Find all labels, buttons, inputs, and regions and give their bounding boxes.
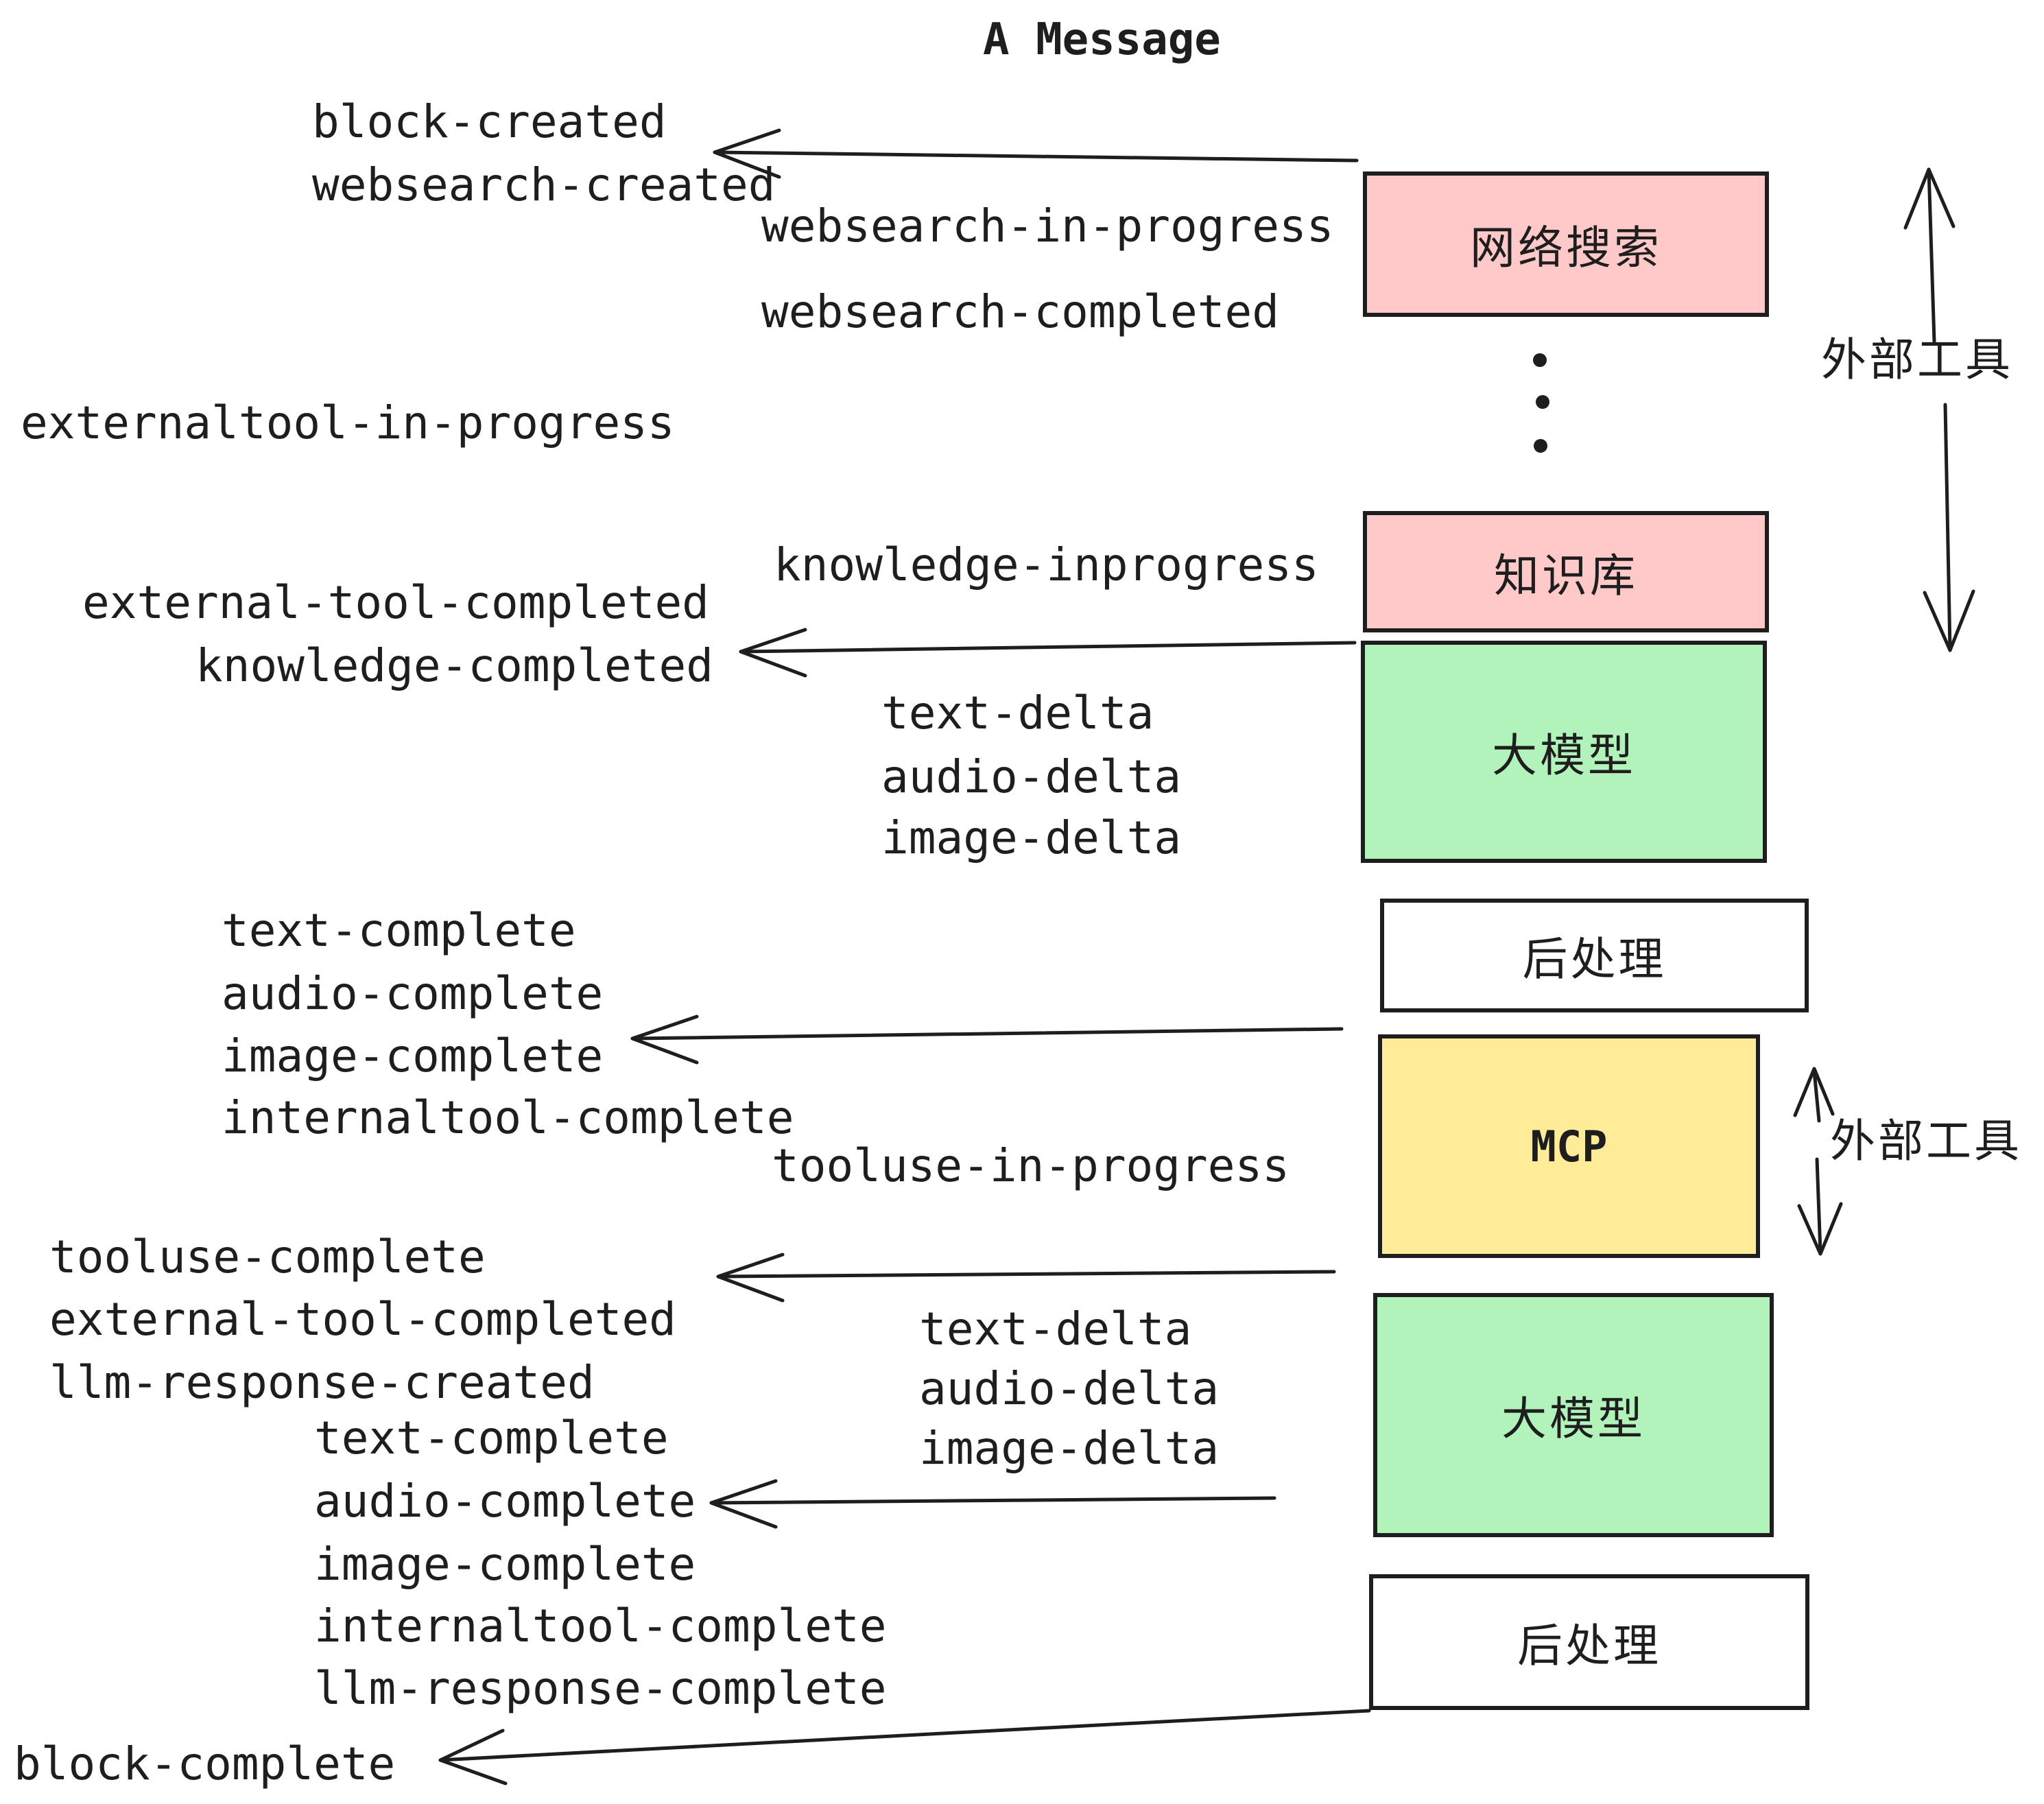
event-image-complete-2: image-complete [314,1538,696,1591]
diagram-title: A Message [983,14,1221,65]
ellipsis-dot [1536,395,1549,409]
arrow-to-tooluse-complete [716,1270,1336,1279]
box-knowledge-label: 知识库 [1494,549,1638,602]
box-websearch: 网络搜索 [1363,171,1769,317]
event-image-delta-2: image-delta [919,1422,1220,1475]
external-tools-mcp-down-arrowhead [1797,1202,1843,1256]
event-text-delta-1: text-delta [881,687,1154,739]
arrow-to-knowledge-completed [739,641,1357,654]
event-knowledge-inprogress: knowledge-inprogress [774,538,1319,591]
arrowhead-to-image-complete [630,1014,699,1065]
event-tooluse-complete: tooluse-complete [49,1231,486,1283]
event-text-complete-2: text-complete [314,1412,669,1464]
external-tools-mcp-up-arrowhead [1793,1067,1835,1117]
box-llm-2: 大模型 [1373,1293,1774,1537]
event-externaltool-in-progress: externaltool-in-progress [21,396,675,449]
box-websearch-label: 网络搜索 [1470,222,1662,274]
event-audio-complete-1: audio-complete [222,967,604,1020]
box-postprocess-1-label: 后处理 [1522,933,1667,986]
event-image-complete-1: image-complete [222,1030,604,1082]
box-postprocess-2-label: 后处理 [1517,1619,1661,1672]
external-tools-label-mcp: 外部工具 [1830,1115,2022,1167]
event-websearch-created: websearch-created [312,158,776,211]
event-internaltool-complete-1: internaltool-complete [222,1091,794,1144]
ellipsis-dot [1533,353,1547,367]
event-block-created: block-created [312,95,667,148]
event-internaltool-complete-2: internaltool-complete [314,1600,887,1652]
arrowhead-to-block-complete [438,1729,508,1785]
event-audio-delta-2: audio-delta [919,1362,1220,1415]
box-knowledge: 知识库 [1363,511,1769,632]
event-websearch-in-progress: websearch-in-progress [761,200,1334,252]
event-block-complete: block-complete [14,1737,396,1790]
event-llm-response-created: llm-response-created [49,1356,595,1409]
event-image-delta-1: image-delta [881,811,1182,864]
event-text-complete-1: text-complete [222,904,576,957]
event-external-tool-completed-1: external-tool-completed [82,576,709,629]
box-llm-1-label: 大模型 [1492,729,1636,782]
event-knowledge-completed: knowledge-completed [195,639,713,692]
event-audio-delta-1: audio-delta [881,750,1182,803]
external-tools-top-up-arrow [1927,167,1936,344]
arrowhead-to-tooluse-complete [716,1253,785,1303]
box-mcp: MCP [1378,1034,1760,1258]
event-text-delta-2: text-delta [919,1303,1192,1355]
arrowhead-to-knowledge-completed [739,628,807,678]
ellipsis-dots [1533,353,1549,453]
arrow-to-audio-complete [709,1496,1276,1505]
external-tools-top-up-arrowhead [1903,167,1956,230]
box-llm-1: 大模型 [1361,641,1767,863]
external-tools-mcp-down-arrow [1815,1157,1822,1255]
box-postprocess-2: 后处理 [1369,1574,1809,1710]
external-tools-label-top: 外部工具 [1821,333,2013,386]
ellipsis-dot [1534,439,1547,453]
external-tools-top-down-arrowhead [1923,589,1975,652]
arrow-to-image-complete [630,1027,1344,1041]
arrowhead-to-audio-complete [709,1479,778,1529]
event-websearch-completed: websearch-completed [761,285,1279,338]
event-external-tool-completed-2: external-tool-completed [49,1293,676,1346]
external-tools-top-down-arrow [1943,403,1952,652]
external-tools-mcp-up-arrow [1812,1069,1821,1123]
box-postprocess-1: 后处理 [1380,899,1809,1012]
arrow-to-block-created [713,150,1359,163]
box-mcp-label: MCP [1530,1121,1608,1172]
box-llm-2-label: 大模型 [1501,1392,1645,1445]
event-llm-response-complete: llm-response-complete [314,1662,887,1715]
event-tooluse-in-progress: tooluse-in-progress [772,1139,1290,1192]
arrow-to-block-complete [438,1709,1371,1762]
event-audio-complete-2: audio-complete [314,1475,696,1528]
